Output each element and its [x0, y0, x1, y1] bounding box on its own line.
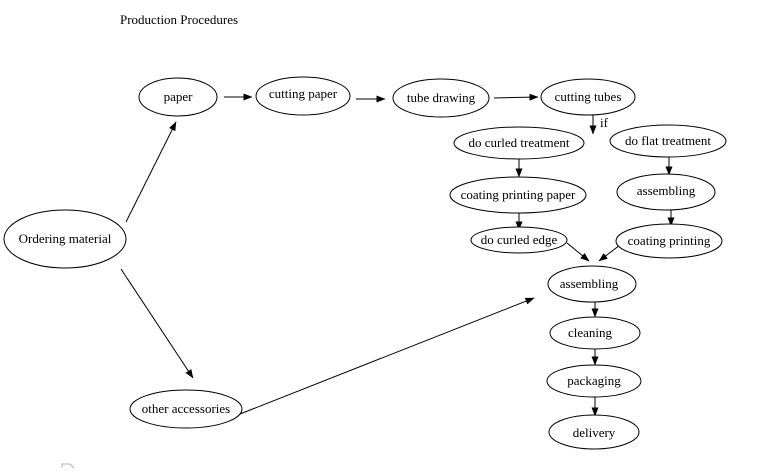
edge-coating-printing-to-assembling — [598, 244, 621, 262]
edge-accessories-to-assembling — [239, 297, 535, 415]
node-label: assembling — [560, 276, 619, 291]
diagram-title: Production Procedures — [120, 12, 238, 27]
node-label: do flat treatment — [625, 133, 711, 148]
node-label: assembling — [637, 183, 696, 198]
node-label: paper — [164, 89, 194, 104]
node-cutting-tubes: cutting tubes — [540, 78, 636, 116]
node-label: coating printing paper — [461, 187, 576, 202]
node-paper: paper — [138, 77, 218, 117]
edge-label-if: if — [600, 115, 609, 130]
node-label: coating printing — [628, 233, 711, 248]
node-assembling-flat: assembling — [616, 173, 716, 211]
node-packaging: packaging — [546, 364, 642, 398]
node-label: do curled edge — [481, 232, 558, 247]
node-cleaning: cleaning — [549, 316, 641, 350]
page-corner-mark — [61, 463, 75, 469]
node-label: packaging — [567, 373, 621, 388]
edge-tube-drawing-to-cutting-tubes — [493, 93, 539, 101]
node-label: cutting tubes — [555, 89, 622, 104]
node-other-accessories: other accessories — [129, 389, 243, 429]
node-tube-drawing: tube drawing — [392, 78, 490, 118]
node-label: do curled treatment — [468, 135, 569, 150]
edges — [120, 93, 675, 417]
node-label: other accessories — [142, 401, 230, 416]
edge-ordering-to-accessories — [120, 268, 194, 379]
node-coating-printing: coating printing — [615, 223, 723, 259]
node-label: cleaning — [568, 325, 613, 340]
node-label: delivery — [573, 425, 616, 440]
node-coating-printing-paper: coating printing paper — [449, 176, 587, 214]
node-do-curled-treatment: do curled treatment — [453, 126, 585, 160]
node-label: Ordering material — [19, 231, 112, 246]
node-assembling-main: assembling — [547, 265, 637, 303]
node-ordering-material: Ordering material — [3, 209, 127, 269]
node-delivery: delivery — [548, 414, 640, 450]
node-label: tube drawing — [407, 90, 476, 105]
edge-curled-edge-to-assembling — [566, 242, 590, 262]
node-do-flat-treatment: do flat treatment — [609, 124, 727, 158]
node-cutting-paper: cutting paper — [255, 76, 351, 116]
node-do-curled-edge: do curled edge — [470, 226, 568, 254]
edge-ordering-to-paper — [125, 121, 177, 223]
node-label: cutting paper — [269, 86, 338, 101]
